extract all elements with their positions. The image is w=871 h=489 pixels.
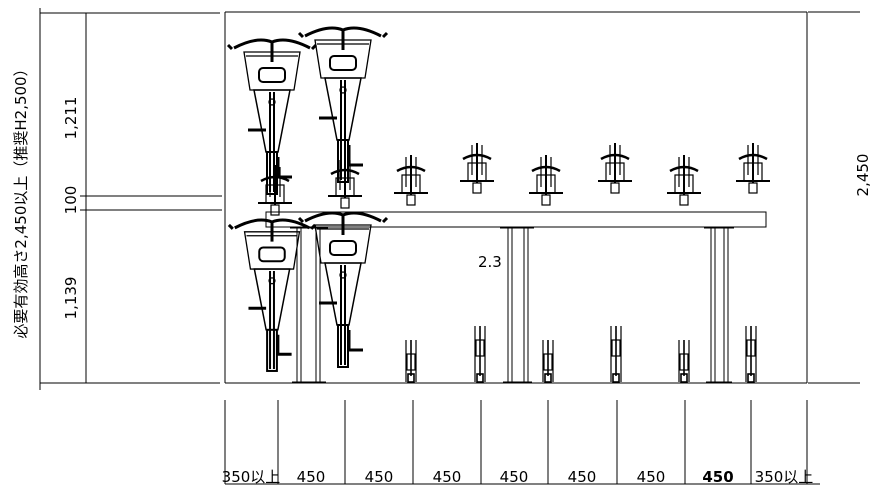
- bicycle-upper-rail-4: [598, 143, 632, 194]
- bottom-dimension-label: 450: [365, 468, 394, 486]
- frame-lines: [39, 8, 860, 390]
- bicycle-upper-rail-3: [529, 155, 563, 206]
- bicycle-upper-2: [297, 26, 389, 183]
- bicycle-upper-rail-5: [667, 155, 701, 206]
- bicycle-lower-rail-4: [610, 326, 622, 383]
- bottom-dimension-label: 450: [500, 468, 529, 486]
- support-post-1: [290, 227, 328, 383]
- support-post-3: [704, 227, 734, 383]
- bicycle-lower-2: [297, 211, 389, 368]
- bicycle-lower-rail-3: [542, 340, 554, 383]
- bicycle-upper-rail-left-1: [258, 165, 292, 216]
- bottom-dimension-labels: 350以上 450 450 450 450 450 450 450 350以上: [222, 468, 814, 486]
- bottom-dimension-label: 450: [637, 468, 666, 486]
- bicycle-upper-rail-left-2: [328, 158, 362, 209]
- bicycle-lower-1: [227, 218, 317, 372]
- left-dimension-upper: 1,211: [62, 97, 80, 140]
- support-post-2: [500, 227, 534, 383]
- vertical-caption: 必要有効高さ2,450以上（推奨H2,500）: [12, 61, 30, 338]
- bicycles: [226, 26, 770, 383]
- bottom-dimension-lines: [224, 400, 820, 485]
- bottom-dimension-label: 350以上: [222, 468, 281, 486]
- bicycle-upper-rail-6: [736, 143, 770, 194]
- bottom-dimension-label: 450: [433, 468, 462, 486]
- center-label: 2.3: [478, 253, 502, 271]
- bicycle-upper-1: [226, 38, 318, 195]
- left-dimension-middle: 100: [62, 186, 80, 215]
- bottom-dimension-label: 450: [297, 468, 326, 486]
- bicycle-upper-rail-2: [460, 143, 494, 194]
- bicycle-lower-rail-5: [678, 340, 690, 383]
- bicycle-lower-rail-6: [745, 326, 757, 383]
- bicycle-upper-rail-1: [394, 155, 428, 206]
- right-dimension: 2,450: [854, 154, 871, 197]
- bicycle-lower-rail-2: [474, 326, 486, 383]
- bicycle-lower-rail-1: [405, 340, 417, 383]
- bottom-dimension-label: 350以上: [755, 468, 814, 486]
- left-dimension-lower: 1,139: [62, 277, 80, 320]
- bottom-dimension-label: 450: [568, 468, 597, 486]
- bottom-dimension-label: 450: [702, 468, 733, 486]
